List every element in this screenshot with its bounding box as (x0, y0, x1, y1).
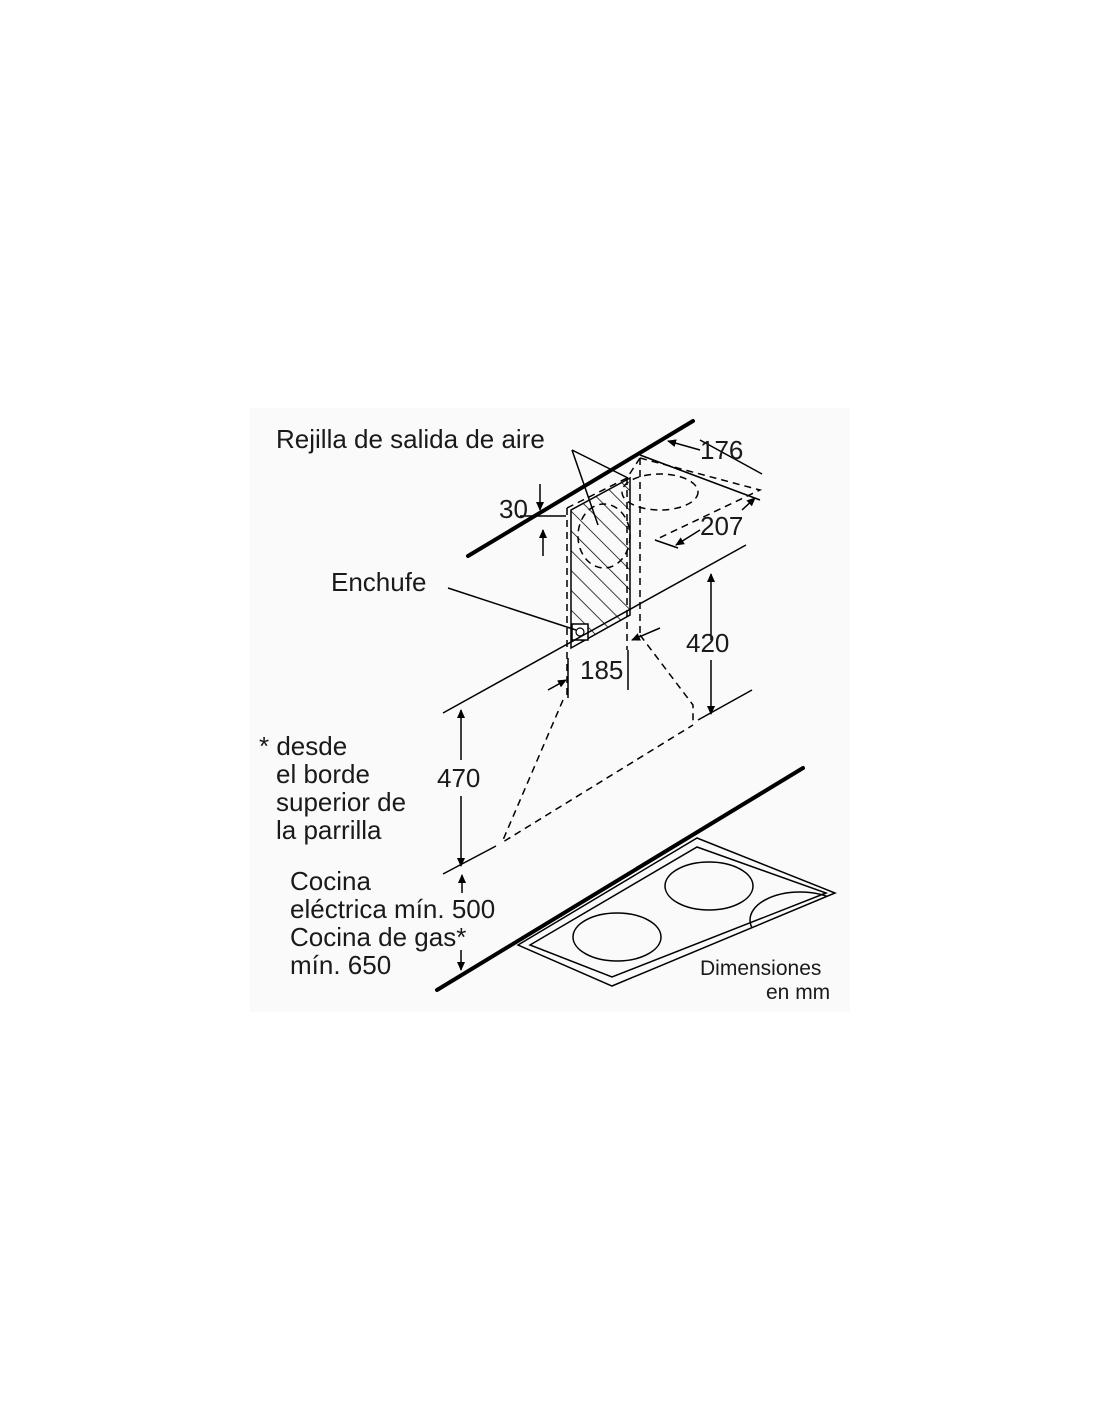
dimension-30 (520, 484, 566, 556)
wall-mounting-plate (570, 476, 631, 650)
reference-lines (442, 544, 753, 875)
cooktop-line-2: eléctrica mín. 500 (290, 894, 495, 924)
socket-label: Enchufe (331, 567, 426, 597)
units-line-1: Dimensiones (700, 957, 821, 980)
dimension-420-label: 420 (686, 628, 729, 658)
dimension-207 (654, 529, 701, 549)
ceiling-line (466, 419, 695, 558)
air-outlet-label: Rejilla de salida de aire (276, 424, 545, 454)
dimension-185-label: 185 (580, 655, 623, 685)
cooktop-line-4: mín. 650 (290, 950, 391, 980)
note-line-3: superior de (276, 787, 406, 817)
note-line-4: la parrilla (276, 815, 382, 845)
cooktop-line-1: Cocina (290, 866, 371, 896)
dimension-176-label: 176 (700, 435, 743, 465)
worktop-line (435, 766, 805, 992)
dimension-30-label: 30 (499, 494, 528, 524)
dimension-207-label: 207 (700, 511, 743, 541)
note-line-1: * desde (259, 731, 347, 761)
units-line-2: en mm (766, 981, 830, 1004)
socket-icon (571, 623, 589, 641)
leader-lines (447, 449, 629, 631)
dimension-470-label: 470 (437, 763, 480, 793)
cooktop-distance-arrows (457, 874, 466, 971)
dimension-185 (547, 627, 661, 691)
note-line-2: el borde (276, 759, 370, 789)
cooktop-line-3: Cocina de gas* (290, 922, 466, 952)
dimension-176 (639, 439, 763, 511)
